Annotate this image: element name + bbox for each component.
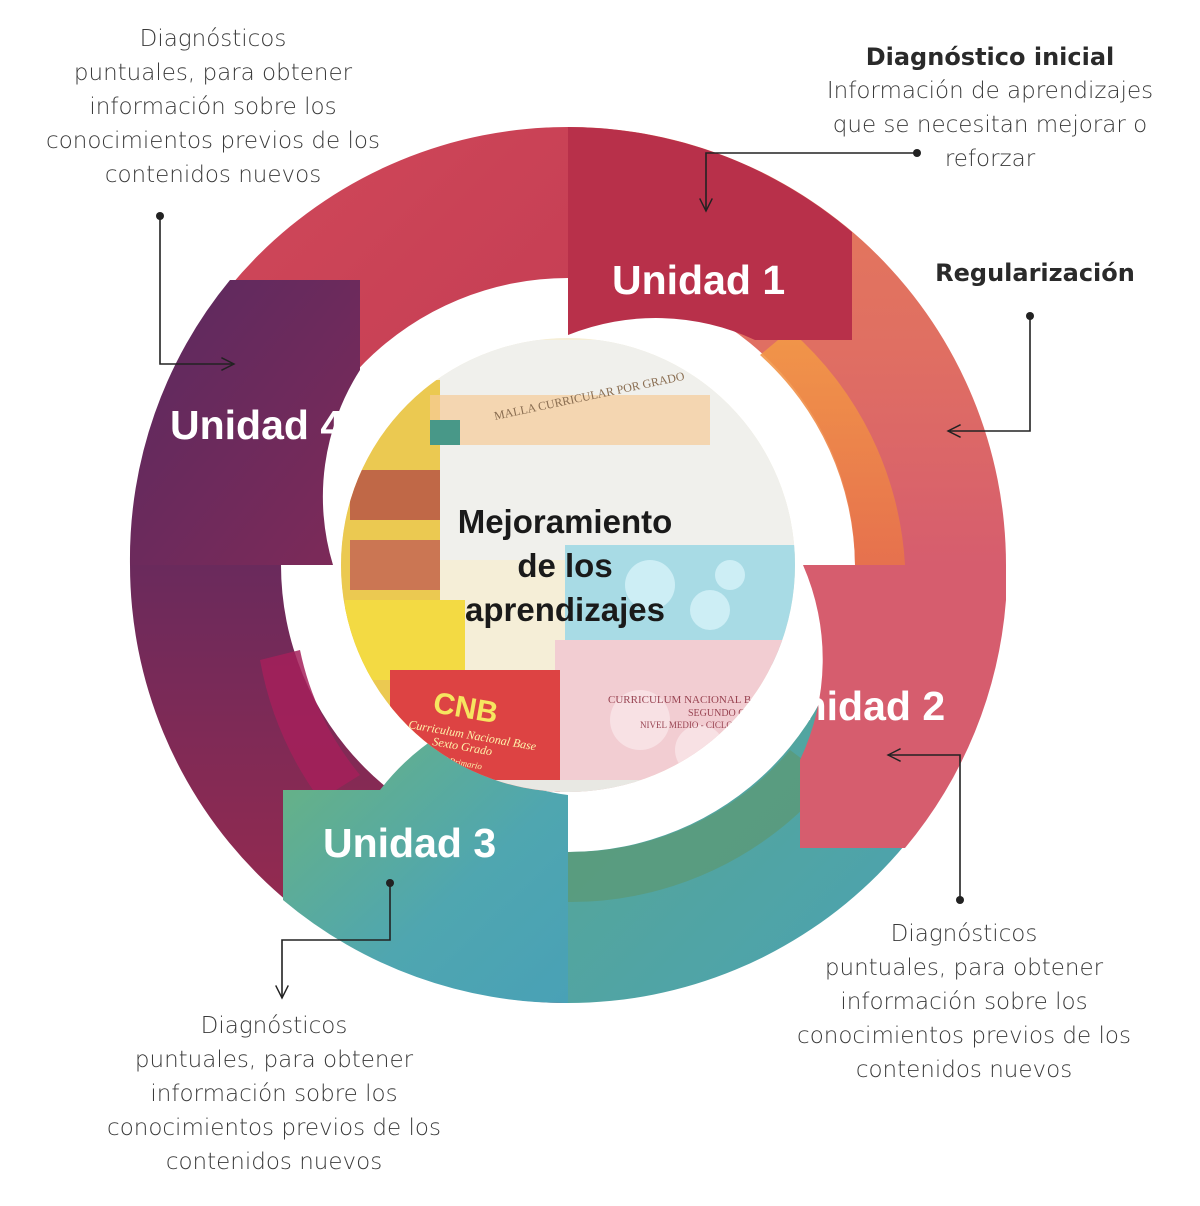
annotation-line: información sobre los	[89, 94, 337, 120]
annotation-line: contenidos nuevos	[855, 1057, 1073, 1083]
center-title-line: Mejoramiento	[457, 503, 673, 540]
center-title-line: de los	[517, 547, 613, 584]
annotation-bottom-left: Diagnósticos puntuales, para obtener inf…	[90, 1009, 458, 1179]
center-photo: MALLA CURRICULAR POR GRADO CNB Curriculu…	[341, 338, 795, 792]
annotation-line: puntuales, para obtener	[134, 1047, 414, 1073]
connector-unit-3	[275, 879, 394, 1000]
connector-unit-4	[156, 212, 236, 371]
annotation-line: Diagnósticos	[890, 921, 1038, 947]
annotation-line: contenidos nuevos	[104, 162, 322, 188]
annotation-line: Diagnósticos	[139, 26, 287, 52]
annotation-top-left: Diagnósticos puntuales, para obtener inf…	[30, 22, 396, 192]
unit-4-block	[129, 280, 360, 565]
annotation-line: conocimientos previos de los	[46, 128, 380, 154]
unit-1-label: Unidad 1	[612, 257, 786, 303]
annotation-line: reforzar	[944, 146, 1036, 172]
annotation-line: información sobre los	[150, 1081, 398, 1107]
unit-2-label: Unidad 2	[772, 683, 946, 729]
unit-4-label: Unidad 4	[170, 402, 344, 448]
unit-1-block	[568, 127, 852, 340]
unit-2-block	[800, 565, 1006, 848]
inner-band-magenta	[260, 650, 360, 800]
center-title: Mejoramiento de los aprendizajes	[400, 500, 730, 632]
unit-3-block	[283, 735, 568, 1004]
annotation-line: Diagnósticos	[200, 1013, 348, 1039]
photo-cnb-right2: SEGUNDO GRADO	[688, 708, 774, 719]
annotation-diagnostico-inicial: Diagnóstico inicial Información de apren…	[815, 40, 1165, 176]
annotation-title: Regularización	[935, 259, 1135, 287]
annotation-line: contenidos nuevos	[165, 1149, 383, 1175]
annotation-regularizacion: Regularización	[925, 256, 1145, 290]
annotation-line: que se necesitan mejorar o	[832, 112, 1148, 138]
annotation-bottom-right: Diagnósticos puntuales, para obtener inf…	[780, 917, 1148, 1087]
annotation-line: puntuales, para obtener	[824, 955, 1104, 981]
annotation-line: Información de aprendizajes	[826, 78, 1154, 104]
annotation-title: Diagnóstico inicial	[865, 43, 1115, 71]
photo-cnb-right3: NIVEL MEDIO - CICLO BÁSICO	[640, 720, 769, 730]
annotation-line: información sobre los	[840, 989, 1088, 1015]
connector-regularizacion	[946, 312, 1034, 438]
photo-cnb-right1: CURRICULUM NACIONAL BASE	[608, 694, 772, 706]
inner-band-green	[568, 750, 830, 903]
annotation-line: conocimientos previos de los	[797, 1023, 1131, 1049]
connector-unit-1	[699, 149, 921, 213]
annotation-line: puntuales, para obtener	[73, 60, 353, 86]
unit-3-label: Unidad 3	[323, 820, 497, 866]
inner-band-orange	[760, 330, 905, 565]
connector-unit-2	[886, 748, 964, 904]
center-title-line: aprendizajes	[465, 591, 665, 628]
annotation-line: conocimientos previos de los	[107, 1115, 441, 1141]
